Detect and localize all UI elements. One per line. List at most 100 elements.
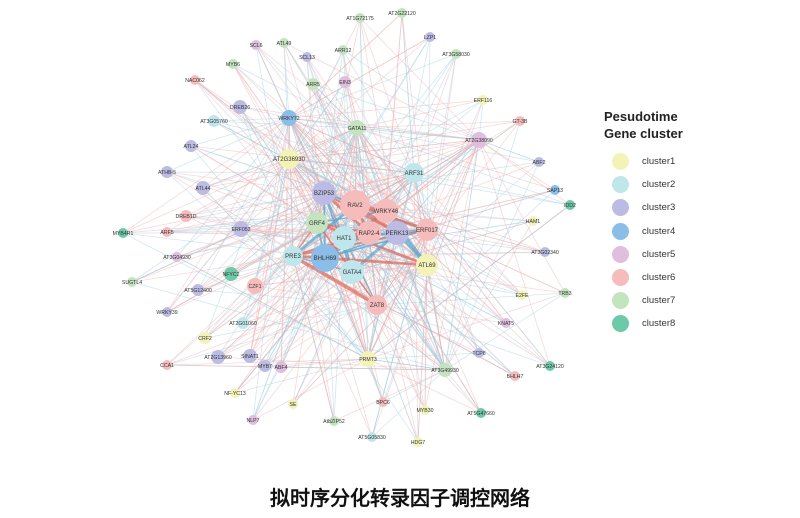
edge (312, 83, 480, 141)
node-circle (540, 247, 550, 257)
edge (417, 264, 428, 443)
node-label: AT3G05760 (200, 119, 228, 125)
edge (356, 120, 521, 129)
edge (367, 189, 556, 360)
node-at5g05830: AT5G05830 (358, 432, 386, 442)
node-circle (338, 45, 348, 55)
edge (185, 215, 378, 306)
edge (323, 192, 446, 371)
node-label: AT5G47660 (467, 411, 495, 417)
node-circle (211, 350, 225, 364)
edge (312, 83, 358, 129)
edge (232, 63, 358, 129)
node-bpc6: BPC6 (376, 397, 390, 407)
edge (368, 232, 419, 443)
edge (356, 127, 551, 367)
node-arf31: ARF31 (404, 163, 424, 183)
edge (242, 255, 294, 324)
edge (283, 42, 398, 234)
node-label: NFYC2 (222, 272, 239, 278)
edge (230, 127, 358, 275)
node-circle (349, 120, 365, 136)
edge (166, 117, 290, 173)
node-circle (550, 185, 560, 195)
edge (239, 106, 326, 259)
node-circle (340, 260, 364, 284)
edge (288, 12, 403, 119)
node-label: KNAT5 (498, 321, 514, 327)
edge (424, 264, 428, 411)
edge (232, 63, 318, 224)
edge (288, 117, 480, 141)
node-wrky46: WRKY46 (374, 199, 399, 223)
edge (356, 127, 540, 163)
edge (176, 117, 290, 258)
edge (194, 79, 290, 160)
edge (413, 172, 419, 443)
node-pre3: PRE3 (283, 246, 303, 266)
node-label: SUGTL4 (122, 280, 142, 286)
edge (288, 158, 318, 224)
edge (131, 172, 415, 283)
edge (343, 127, 358, 239)
edge (367, 172, 415, 360)
edge (288, 139, 480, 160)
node-circle (478, 95, 488, 105)
edge (324, 251, 546, 259)
edge (288, 12, 403, 119)
node-gata4: GATA4 (340, 260, 364, 284)
legend-swatch (612, 269, 629, 287)
edge (324, 257, 369, 360)
edge (288, 36, 431, 119)
node-circle (378, 397, 388, 407)
node-wrky39: WRKY39 (156, 307, 178, 317)
node-arr5: ARR5 (306, 78, 320, 90)
edge (166, 364, 446, 371)
node-circle (425, 32, 435, 42)
edge (306, 56, 387, 212)
node-label: BZIP53 (314, 191, 335, 197)
edge (122, 117, 290, 234)
edge (264, 257, 326, 367)
edge (376, 229, 428, 306)
edge (359, 17, 480, 141)
edge (288, 158, 387, 212)
node-atl24: ATL24 (184, 140, 199, 152)
edge (252, 127, 358, 421)
edge (385, 210, 534, 222)
node-label: TRB3 (558, 291, 571, 297)
node-label: AT3G49930 (431, 368, 459, 374)
node-circle (517, 290, 527, 300)
edge (166, 158, 290, 313)
legend-item-cluster4: cluster4 (612, 220, 683, 243)
node-label: PRE3 (285, 254, 301, 260)
edge (288, 81, 346, 160)
edge (444, 139, 480, 371)
edge (351, 220, 534, 273)
legend-item-cluster7: cluster7 (612, 289, 683, 312)
node-label: SCL13 (299, 55, 315, 61)
legend-label: cluster8 (642, 318, 676, 330)
edge (426, 139, 480, 266)
node-athb-5: ATHB-5 (158, 166, 176, 178)
node-label: ERF053 (231, 227, 250, 233)
edge (376, 304, 551, 367)
edge (288, 117, 356, 206)
node-label: SE (290, 402, 297, 408)
legend-label: cluster1 (642, 156, 676, 168)
edge (376, 229, 428, 306)
edge (376, 304, 480, 354)
node-circle (190, 75, 200, 85)
edge (288, 117, 294, 257)
edge (288, 117, 356, 206)
node-circle (281, 110, 297, 126)
edge (356, 127, 480, 141)
node-label: GATA4 (343, 270, 362, 276)
edge (382, 369, 446, 403)
edge (385, 12, 403, 212)
edge (385, 210, 426, 411)
edge (217, 257, 326, 358)
node-circle (307, 78, 319, 90)
edge (288, 49, 344, 160)
edge (324, 127, 358, 259)
